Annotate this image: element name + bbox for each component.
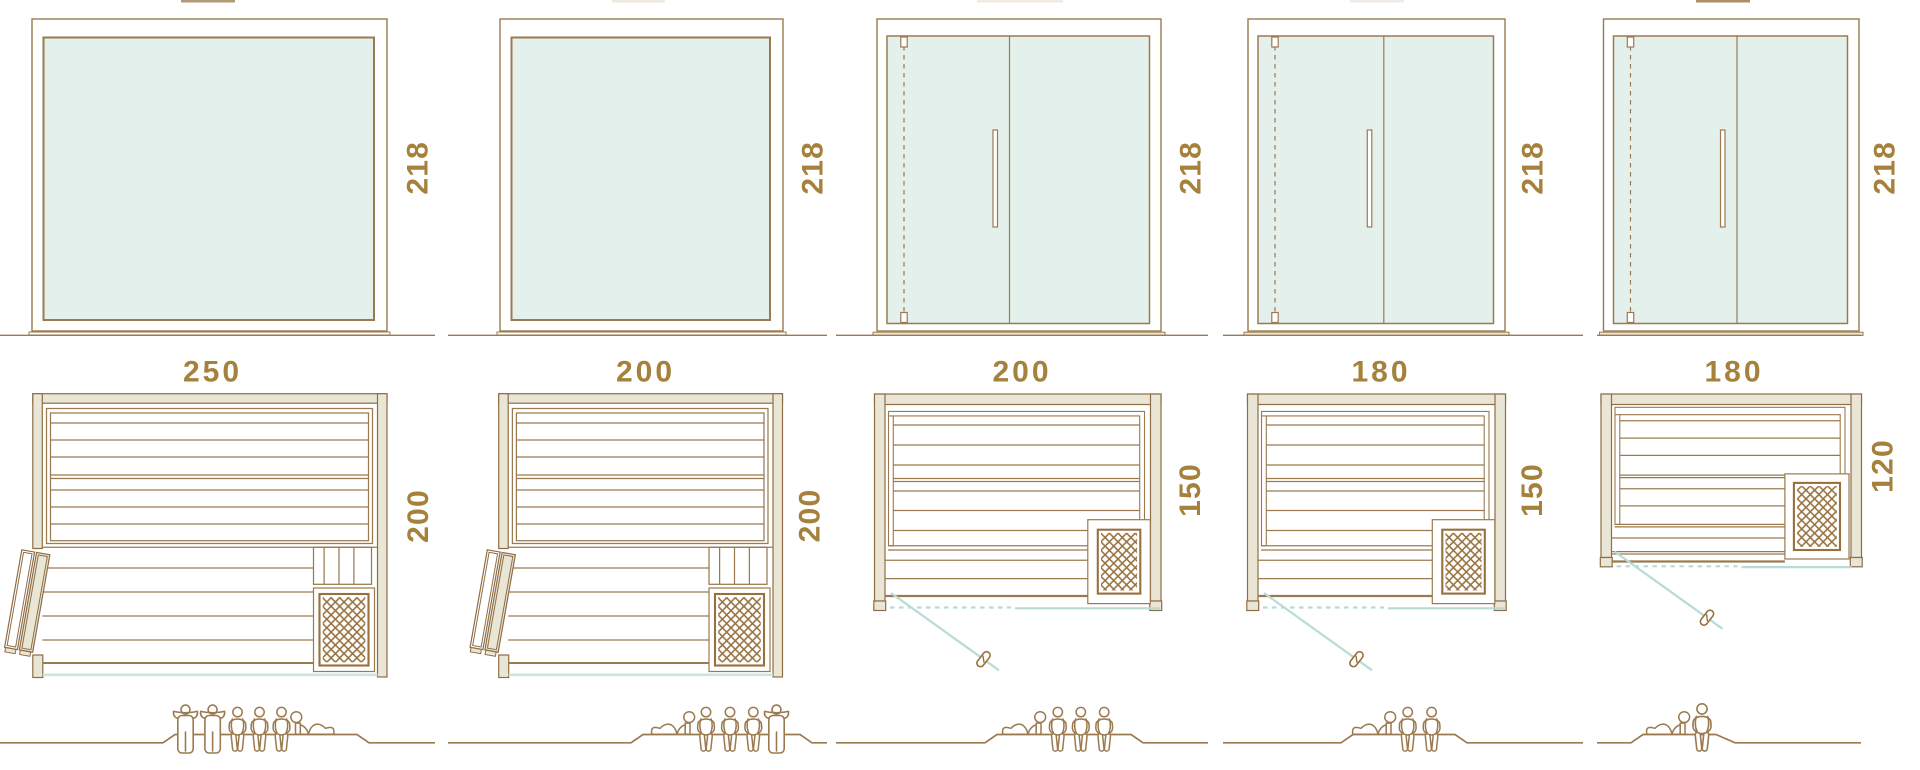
svg-text:250: 250 <box>183 356 242 389</box>
svg-text:200: 200 <box>616 356 675 389</box>
svg-text:120: 120 <box>1866 439 1899 493</box>
svg-text:218: 218 <box>797 141 830 195</box>
svg-text:200: 200 <box>794 489 827 543</box>
svg-text:218: 218 <box>1517 141 1550 195</box>
svg-text:218: 218 <box>402 141 435 195</box>
svg-text:180: 180 <box>1704 356 1763 389</box>
svg-text:218: 218 <box>1869 141 1902 195</box>
svg-text:200: 200 <box>992 356 1051 389</box>
svg-text:218: 218 <box>1175 141 1208 195</box>
svg-text:180: 180 <box>1351 356 1410 389</box>
svg-text:150: 150 <box>1516 463 1549 517</box>
svg-text:150: 150 <box>1174 463 1207 517</box>
svg-text:200: 200 <box>402 489 435 543</box>
